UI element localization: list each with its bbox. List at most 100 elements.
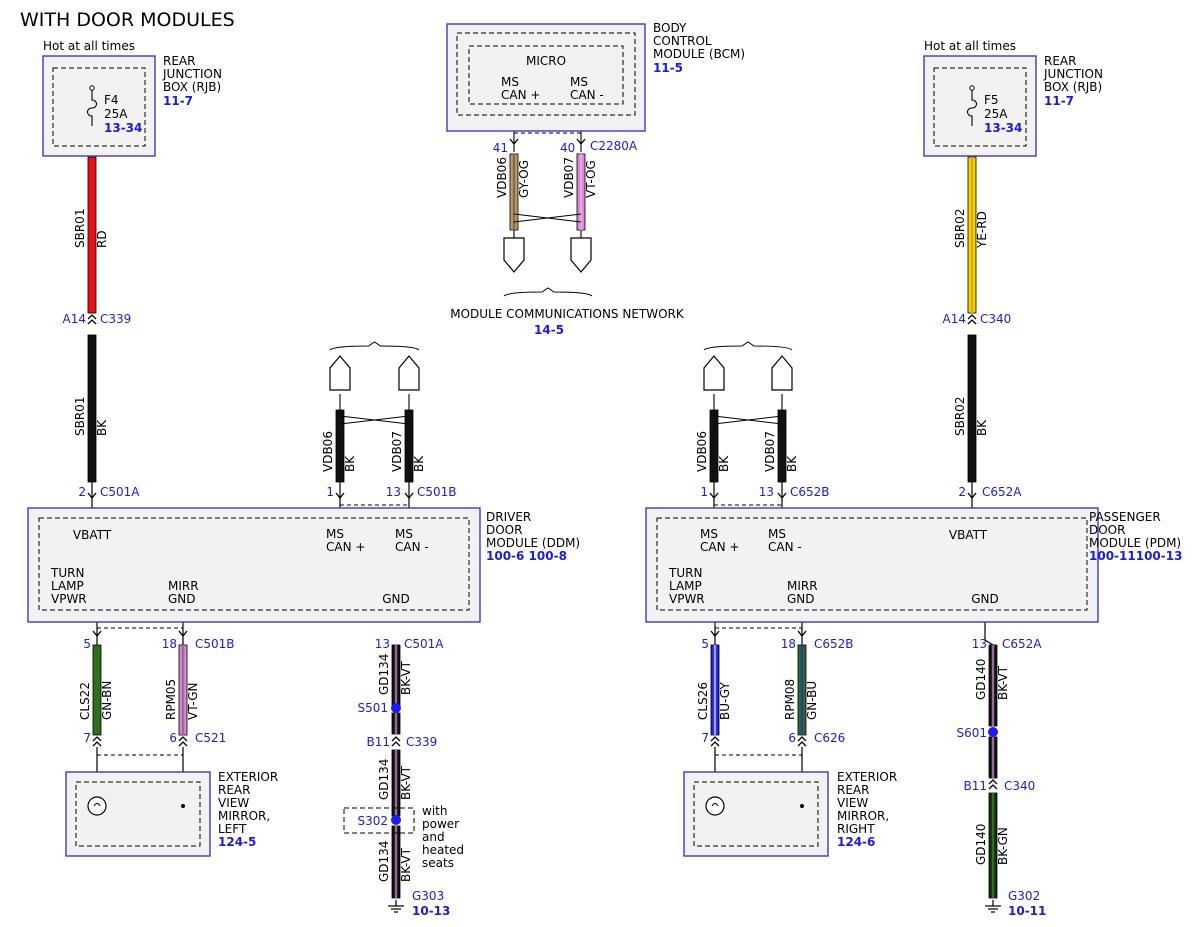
- wire-circuit-label: VDB06: [321, 431, 335, 472]
- mirror-lamp-filament: [93, 803, 101, 807]
- wire-color-label: BK: [975, 419, 989, 436]
- bcm-pin-arrow: [576, 138, 586, 146]
- rjb-ref: 11-7: [1044, 94, 1074, 108]
- pdm-title: PASSENGER: [1089, 510, 1161, 524]
- inline-pin-label: B11: [366, 735, 390, 749]
- rjb-title: REAR: [163, 54, 195, 68]
- gnd-pin-label: 13: [375, 637, 390, 651]
- vbatt-label: VBATT: [73, 528, 112, 542]
- hot-at-all-times-label: Hot at all times: [924, 39, 1016, 53]
- mirror-connector-symbol: [710, 736, 720, 742]
- mirror-connector-label: C521: [195, 731, 226, 745]
- wire-circuit-label: VDB07: [562, 157, 576, 198]
- rjb-title: BOX (RJB): [1044, 80, 1102, 94]
- wire-line: [984, 639, 994, 646]
- pdm-vbatt-pin: 2: [958, 485, 966, 499]
- fuse-terminal: [89, 85, 95, 91]
- wire-sbr02-upper-stripe: [970, 157, 974, 313]
- twisted-pair-icon: [339, 415, 410, 425]
- mirror-left-ref: 124-5: [218, 835, 256, 849]
- mirror-connector-symbol-2: [797, 741, 807, 747]
- network-ref: 14-5: [534, 323, 564, 337]
- wire-circuit-label: GD134: [377, 654, 391, 695]
- network-brace: [703, 341, 793, 351]
- wire-rpm08-stripe: [800, 645, 804, 735]
- mirror-left-title: MIRROR,: [218, 809, 270, 823]
- fuse-name: F5: [984, 93, 999, 107]
- inline-connector-symbol-2: [87, 319, 97, 325]
- splice-note: power: [422, 817, 459, 831]
- wire-circuit-label: GD140: [974, 659, 988, 700]
- mirror-lamp-icon: [87, 796, 107, 816]
- mirror-inner-dashed: [75, 781, 201, 847]
- optional-splice-box: [343, 807, 415, 834]
- wire-cls22: [92, 644, 102, 736]
- mirror-lamp-icon: [705, 796, 725, 816]
- inline-pin-label: B11: [963, 779, 987, 793]
- wire-color-label: BK-VT: [399, 847, 413, 882]
- rjb-ref: 11-7: [163, 94, 193, 108]
- wire-color-label: BK-GN: [996, 827, 1010, 865]
- wire-color-label: GY-OG: [517, 160, 531, 198]
- bcm-title: CONTROL: [653, 34, 712, 48]
- wire-color-label: GN-BU: [805, 681, 819, 720]
- can-minus-label: MS: [395, 527, 413, 541]
- wire-color-label: RD: [95, 230, 109, 248]
- can-pin-arrow: [709, 492, 719, 500]
- hot-at-all-times-label: Hot at all times: [43, 39, 135, 53]
- inline-connector-label: C340: [980, 312, 1011, 326]
- fuse-f4-icon: [86, 90, 98, 126]
- wire-circuit-label: GD140: [974, 824, 988, 865]
- network-label: MODULE COMMUNICATIONS NETWORK: [450, 307, 685, 321]
- splice-s501: [391, 703, 401, 713]
- wire-color-label: BK: [95, 419, 109, 436]
- mirror-connector-symbol: [178, 736, 188, 742]
- turn-pin-label: 5: [83, 637, 91, 651]
- can-pin-arrow: [404, 492, 414, 500]
- pdm-refs: 100-11100-13: [1089, 549, 1182, 563]
- wire-circuit-label: CLS26: [696, 682, 710, 720]
- bcm-twisted-pair-icon: [513, 213, 582, 223]
- wire-gd134-1b-stripe: [394, 713, 398, 734]
- network-connector-icon: [329, 355, 351, 391]
- ddm-module-box: [27, 507, 481, 623]
- inline-connector-symbol-2: [988, 784, 998, 790]
- ddm-title: MODULE (DDM): [486, 536, 580, 550]
- rjb-title: JUNCTION: [162, 67, 222, 81]
- bcm-pin-arrow: [509, 138, 519, 146]
- bcm-pin-40: 40: [560, 141, 575, 155]
- wire-circuit-label: SBR02: [953, 209, 967, 248]
- can-pin-arrow: [335, 492, 345, 500]
- bcm-can-minus-label: MS: [570, 75, 588, 89]
- ground-ref: 10-11: [1008, 904, 1046, 918]
- wire-gd140-2-stripe: [991, 793, 995, 898]
- lower-connector-label: C652B: [814, 637, 854, 651]
- turn-lamp-label: VPWR: [51, 592, 87, 606]
- exterior-mirror-right: [683, 771, 829, 857]
- can-plus-label: CAN +: [326, 540, 365, 554]
- network-connector-icon: [771, 355, 793, 391]
- wire-color-label: VT-OG: [584, 160, 598, 198]
- mirror-right-title: MIRROR,: [837, 809, 889, 823]
- can-pin-label: 1: [700, 485, 708, 499]
- mirror-right-ref: 124-6: [837, 835, 875, 849]
- mirr-gnd-label: MIRR: [787, 579, 818, 593]
- module-pin-arrow: [967, 492, 977, 500]
- mirror-connector-symbol-2: [710, 741, 720, 747]
- page-title: WITH DOOR MODULES: [20, 9, 235, 31]
- bcm-micro-box: [468, 45, 624, 105]
- module-pin-arrow: [710, 630, 720, 638]
- rjb-inner-box: [52, 67, 146, 147]
- pdm-inner-dashed: [656, 517, 1088, 611]
- turn-lamp-label: TURN: [668, 566, 702, 580]
- turn-lamp-label: TURN: [50, 566, 84, 580]
- rjb-inner-box: [933, 67, 1027, 147]
- vbatt-label: VBATT: [949, 528, 988, 542]
- wire-vdb06-bcm-stripe: [512, 154, 516, 230]
- turn-pin-label: 5: [701, 637, 709, 651]
- inline-connector-symbol-2: [967, 319, 977, 325]
- mirror-lamp-filament: [711, 803, 719, 807]
- fuse-rating: 25A: [984, 107, 1008, 121]
- turn-lamp-label: VPWR: [669, 592, 705, 606]
